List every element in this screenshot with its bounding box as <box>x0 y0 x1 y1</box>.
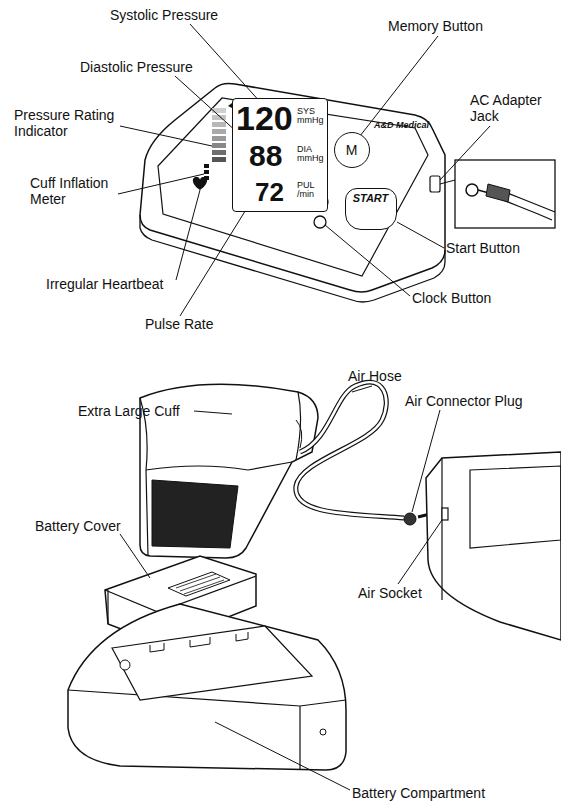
part-label: Pressure Rating Indicator <box>14 107 132 139</box>
leader-line <box>194 411 232 414</box>
display-unit: PUL /min <box>297 181 325 200</box>
leader-line <box>176 190 200 280</box>
leader-line <box>190 24 262 104</box>
jack-inset <box>455 160 555 228</box>
clock-button <box>314 216 326 228</box>
brand-logo: A&D Medical <box>374 117 429 133</box>
part-label: Battery Compartment <box>352 785 485 801</box>
monitor-side <box>426 452 561 640</box>
rating-segment <box>212 129 226 134</box>
battery-compartment <box>68 604 346 770</box>
adapter-jack <box>430 176 440 192</box>
leader-line <box>397 222 444 248</box>
cover-ridges <box>176 574 224 594</box>
part-label: Start Button <box>446 240 520 256</box>
rating-segment <box>212 150 226 155</box>
button-label: M <box>335 143 368 157</box>
rating-segment <box>212 122 226 127</box>
leader-line <box>118 174 204 194</box>
part-label: Cuff Inflation Meter <box>30 175 126 207</box>
display-unit: SYS mmHg <box>297 107 325 126</box>
side-port <box>320 729 326 735</box>
leader-line <box>120 126 212 146</box>
display-reading: 88 <box>249 141 282 171</box>
display-reading: 120 <box>236 101 293 135</box>
rating-segment <box>212 108 226 113</box>
inset-link <box>440 180 455 184</box>
lcd-display: 120SYS mmHg 88 DIA mmHg 72 PUL /min <box>232 98 328 212</box>
part-label: Air Connector Plug <box>405 393 523 409</box>
cuff-seam <box>296 420 302 448</box>
leader-line <box>180 200 252 316</box>
part-label: Clock Button <box>412 290 491 306</box>
leader-line <box>120 534 150 578</box>
compartment-edge <box>68 690 346 770</box>
rating-segment <box>212 136 226 141</box>
air-hose-inner <box>296 382 404 518</box>
memory-button: M <box>334 132 370 168</box>
monitor-side-panel <box>442 458 561 600</box>
air-connector-plug <box>404 513 416 525</box>
inflation-dot <box>204 164 209 168</box>
cavity-tabs <box>150 632 248 652</box>
part-label: Diastolic Pressure <box>80 59 193 75</box>
part-label: Irregular Heartbeat <box>46 276 164 292</box>
velcro-patch <box>152 480 238 548</box>
monitor-body <box>140 84 445 293</box>
part-label: Extra Large Cuff <box>78 403 180 419</box>
rating-segment <box>212 157 226 162</box>
part-label: AC Adapter Jack <box>470 92 556 124</box>
jack-socket <box>466 184 478 196</box>
leader-line <box>412 410 440 512</box>
inflation-dot <box>204 170 209 174</box>
battery-cavity <box>112 626 312 700</box>
display-unit: DIA mmHg <box>297 145 325 164</box>
part-label: Battery Cover <box>35 518 121 534</box>
part-label: Systolic Pressure <box>110 7 218 23</box>
part-label: Air Socket <box>358 585 422 601</box>
rating-segment <box>212 143 226 148</box>
button-label: START <box>346 193 395 204</box>
part-label: Memory Button <box>388 18 483 34</box>
air-socket <box>442 508 448 520</box>
part-label: Pulse Rate <box>145 316 213 332</box>
plug-body <box>486 184 510 202</box>
air-hose <box>296 382 404 518</box>
leader-line <box>440 126 490 180</box>
display-reading: 72 <box>255 179 284 205</box>
leader-line <box>352 386 372 392</box>
leader-line <box>398 520 442 584</box>
leader-line <box>215 722 350 790</box>
cavity-contact <box>120 660 130 670</box>
leader-line <box>325 225 410 296</box>
start-button: START <box>345 188 397 230</box>
cover-tab <box>168 572 230 596</box>
heart-symbol <box>193 177 207 190</box>
part-label: Air Hose <box>348 368 402 384</box>
leader-line <box>360 36 438 136</box>
